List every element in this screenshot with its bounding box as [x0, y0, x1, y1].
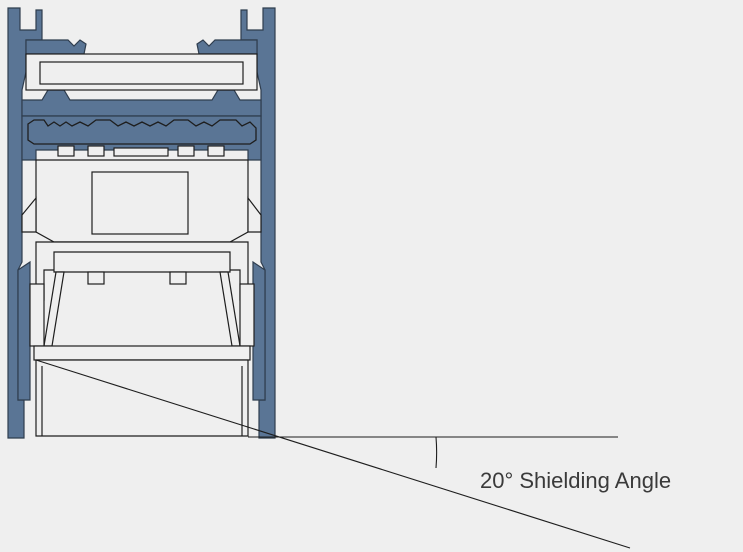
housing-top-web-right — [196, 39, 258, 55]
shielding-angle-construction — [35, 359, 631, 549]
right-side-rail — [239, 283, 255, 347]
led-chip — [87, 145, 105, 157]
aluminum-housing-profile — [7, 7, 276, 439]
housing-right-lip — [252, 260, 266, 401]
reflector-clip-left — [87, 271, 105, 285]
led-chip — [207, 145, 225, 157]
housing-middle-web — [21, 89, 262, 117]
shielding-angle-label: 20° Shielding Angle — [480, 468, 671, 493]
reflector-clip-right — [169, 271, 187, 285]
housing-top-web — [25, 39, 87, 55]
lower-skirt — [35, 359, 249, 437]
optic-assembly — [21, 53, 262, 437]
pcb-connector — [113, 147, 169, 157]
driver-window — [91, 171, 189, 235]
diffuser-lens — [33, 345, 251, 361]
led-chips — [57, 145, 225, 157]
cutoff-line — [35, 359, 631, 549]
led-chip — [177, 145, 195, 157]
led-module-left-wing — [21, 196, 37, 233]
housing-left-lip — [17, 260, 31, 401]
led-module-right-wing — [247, 196, 262, 233]
left-side-rail — [29, 283, 45, 347]
led-chip — [57, 145, 75, 157]
upper-cavity-slot — [39, 61, 244, 85]
reflector-carrier-inner — [53, 251, 231, 273]
reflector-left-wall — [43, 271, 65, 347]
reflector-right-wall — [219, 271, 241, 347]
angle-arc — [435, 436, 438, 469]
pcb-channel-slot — [27, 119, 257, 145]
